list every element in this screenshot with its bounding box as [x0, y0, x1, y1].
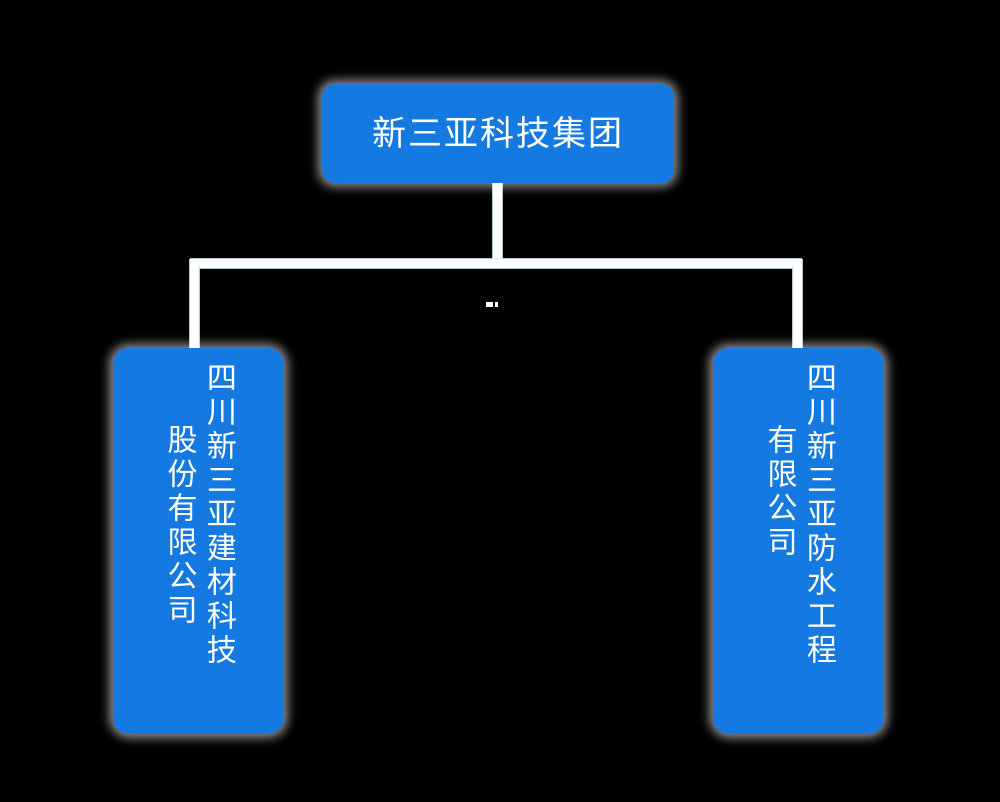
connector-right-drop-edge [792, 266, 793, 351]
connector-horizontal-bar-edge-top [190, 258, 802, 259]
connector-horizontal-bar-edge-bottom [190, 268, 802, 269]
node-child-right[interactable]: 四川新三亚防水工程 有限公司 [713, 348, 884, 734]
connector-left-drop-edge [189, 259, 190, 351]
node-child-left-text: 四川新三亚建材科技 股份有限公司 [161, 348, 236, 734]
connector-root-stem [493, 183, 502, 263]
node-child-right-label-secondary: 有限公司 [762, 424, 796, 560]
connector-left-drop [190, 259, 199, 351]
node-root[interactable]: 新三亚科技集团 [322, 84, 674, 183]
node-child-right-text: 四川新三亚防水工程 有限公司 [761, 348, 836, 734]
connector-left-drop-edge-right [199, 266, 200, 351]
node-child-left-label-secondary: 股份有限公司 [162, 424, 196, 628]
connector-root-stem-edge-right [502, 183, 503, 263]
connector-right-drop [793, 259, 802, 351]
connector-root-stem-edge [492, 183, 493, 263]
artifact-speck-right [495, 302, 498, 307]
node-child-left-label-primary: 四川新三亚建材科技 [201, 362, 235, 668]
node-child-left[interactable]: 四川新三亚建材科技 股份有限公司 [113, 348, 284, 734]
artifact-speck-left [486, 302, 493, 307]
connector-right-drop-edge-right [802, 259, 803, 351]
connector-horizontal-bar [190, 259, 802, 268]
node-child-right-label-primary: 四川新三亚防水工程 [801, 362, 835, 668]
node-root-label: 新三亚科技集团 [372, 114, 624, 153]
